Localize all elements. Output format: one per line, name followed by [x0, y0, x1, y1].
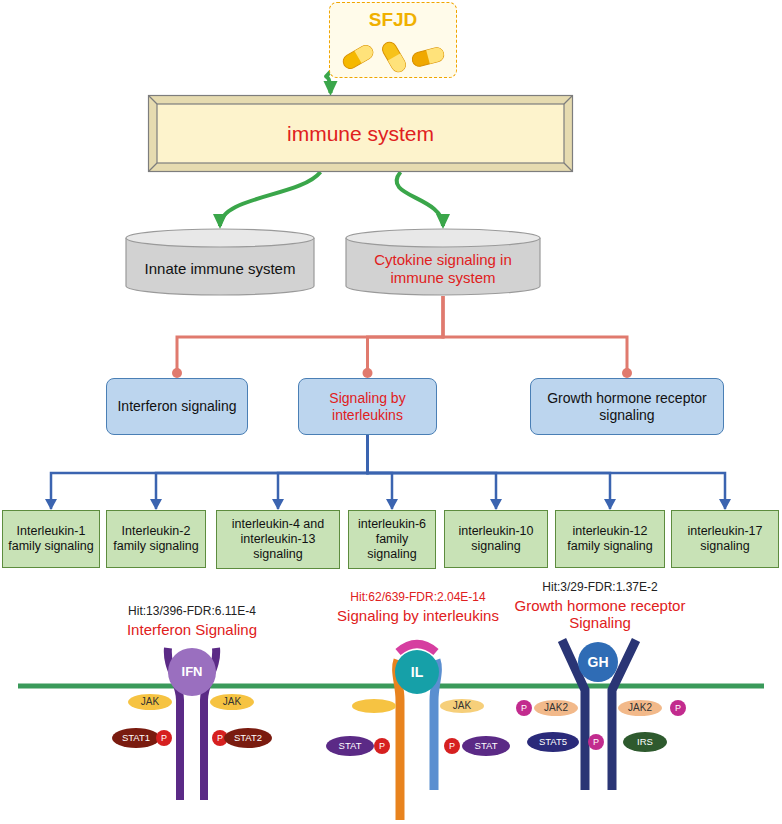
- node-text: immune system: [287, 121, 434, 146]
- illustration-label: STAT: [475, 741, 498, 752]
- pathway-box: Signaling by interleukins: [298, 378, 437, 435]
- illustration-label: Growth hormone receptor Signaling: [505, 597, 695, 632]
- connector: [278, 435, 368, 509]
- pathway-box: Growth hormone receptor signaling: [530, 378, 724, 435]
- node-text: Growth hormone receptor signaling: [537, 390, 717, 424]
- connector: [397, 172, 443, 226]
- connector: [51, 435, 368, 509]
- illustration-label: IL: [411, 664, 423, 680]
- illustration-label: Hit:62/639-FDR:2.04E-14: [350, 591, 485, 605]
- pathway-box: Interferon signaling: [106, 378, 248, 435]
- node-text: Interleukin-1 family signaling: [7, 524, 95, 554]
- illustration-label: STAT1: [122, 733, 150, 744]
- illustration-label: P: [593, 737, 599, 747]
- illustration-label: Interferon Signaling: [127, 621, 257, 638]
- illustration-label: P: [217, 733, 223, 743]
- connector: [443, 296, 632, 378]
- subpathway-box: interleukin-12 family signaling: [555, 510, 665, 568]
- illustration-label: STAT5: [539, 737, 567, 748]
- illustration-label: JAK2: [544, 702, 568, 714]
- interferon-receptor: [112, 648, 272, 800]
- illustration-label: IFN: [182, 665, 203, 680]
- illustration-label: JAK: [453, 700, 471, 712]
- node-text: Innate immune system: [145, 260, 296, 278]
- subpathway-box: interleukin-10 signaling: [444, 510, 548, 568]
- subpathway-box: Interleukin-1 family signaling: [2, 510, 100, 568]
- connector: [156, 435, 368, 509]
- node-text: interleukin-10 signaling: [449, 524, 543, 554]
- subpathway-box: interleukin-4 and interleukin-13 signali…: [216, 510, 340, 569]
- illustration-label: Hit:13/396-FDR:6.11E-4: [128, 605, 256, 619]
- connector: [172, 296, 443, 378]
- node-text: Signaling by interleukins: [305, 390, 430, 424]
- system-frame: immune system: [148, 95, 573, 172]
- node-text: SFJD: [369, 9, 418, 32]
- node-text: Interferon signaling: [117, 398, 236, 415]
- category-cylinder: Innate immune system: [125, 228, 315, 296]
- illustration-label: JAK: [141, 696, 159, 708]
- subpathway-box: Interleukin-2 family signaling: [106, 510, 206, 568]
- node-text: interleukin-17 signaling: [676, 524, 774, 554]
- illustration-label: P: [521, 703, 527, 713]
- connector: [220, 172, 321, 226]
- connector: [363, 296, 444, 378]
- illustration-label: JAK2: [628, 702, 652, 714]
- node-text: Interleukin-2 family signaling: [111, 524, 201, 554]
- category-cylinder: Cytokine signaling in immune system: [345, 228, 541, 296]
- illustration-label: P: [161, 733, 167, 743]
- illustration-label: P: [675, 703, 681, 713]
- illustration-label: P: [379, 741, 385, 751]
- node-text: interleukin-4 and interleukin-13 signali…: [221, 517, 335, 562]
- growth-hormone-receptor: [516, 640, 686, 790]
- node-text: interleukin-12 family signaling: [560, 524, 660, 554]
- illustration-label: GH: [588, 654, 609, 670]
- illustration-label: Signaling by interleukins: [337, 607, 499, 624]
- connector: [368, 435, 726, 509]
- illustration-label: STAT2: [234, 733, 262, 744]
- drug-box: SFJD: [329, 2, 457, 78]
- illustration-label: Hit:3/29-FDR:1.37E-2: [542, 581, 657, 595]
- cell-membrane: [18, 684, 764, 689]
- illustration-label: STAT: [339, 741, 362, 752]
- illustration-label: IRS: [637, 737, 653, 748]
- subpathway-box: interleukin-6 family signaling: [348, 510, 436, 569]
- node-text: interleukin-6 family signaling: [353, 517, 431, 562]
- illustration-label: P: [449, 741, 455, 751]
- subpathway-box: interleukin-17 signaling: [671, 510, 779, 568]
- interleukin-receptor: [326, 644, 510, 820]
- illustration-label: JAK: [223, 696, 241, 708]
- node-text: Cytokine signaling in immune system: [353, 251, 533, 287]
